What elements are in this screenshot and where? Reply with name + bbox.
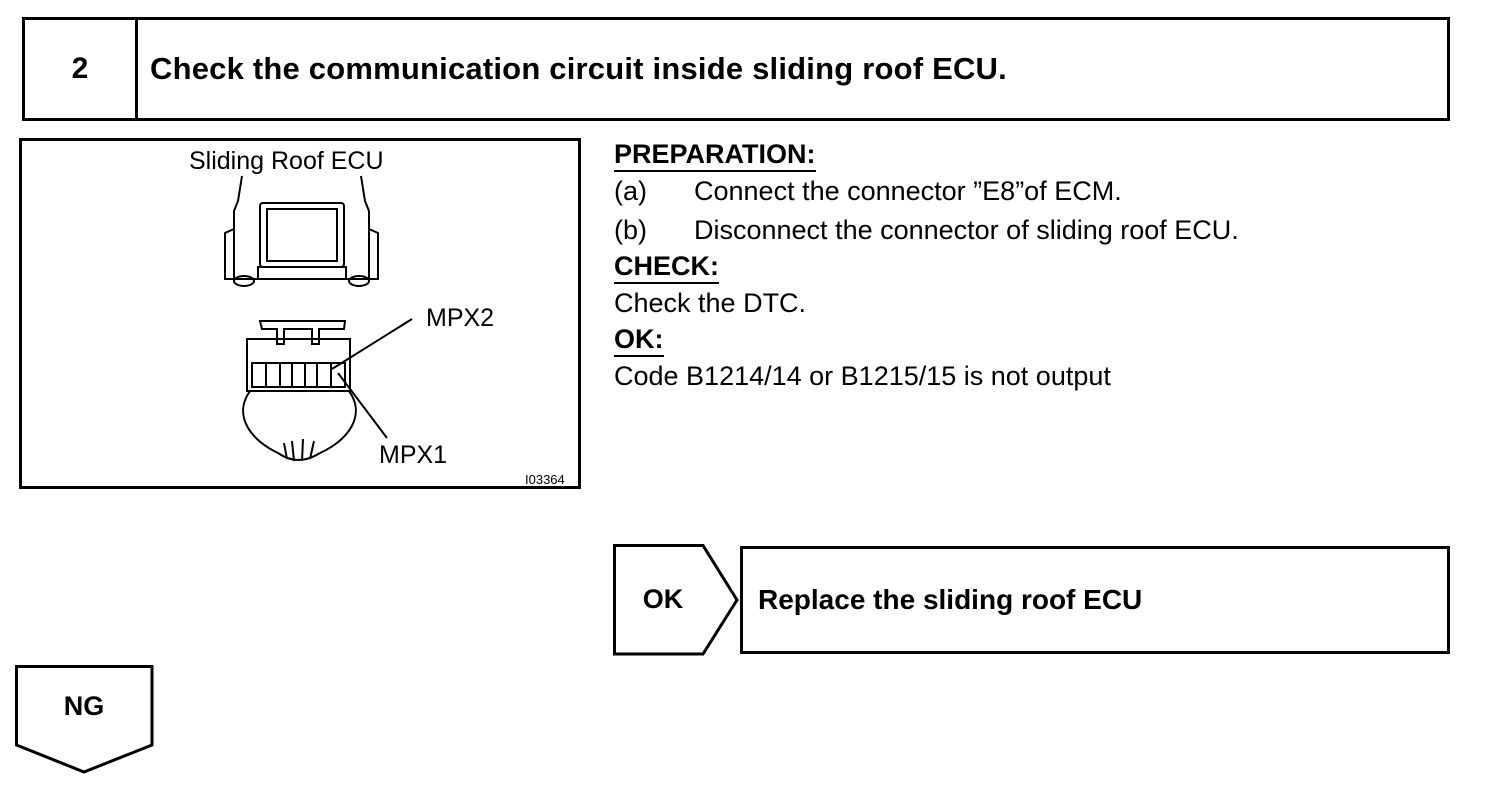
ng-arrow-shape bbox=[15, 665, 154, 774]
mpx2-label: MPX2 bbox=[426, 304, 495, 332]
mpx1-label: MPX1 bbox=[379, 441, 448, 469]
connector-top bbox=[258, 320, 347, 345]
preparation-step: (a) Connect the connector ”E8”of ECM. bbox=[614, 172, 1444, 211]
ecu-recess bbox=[259, 202, 345, 268]
check-text: Check the DTC. bbox=[614, 288, 807, 318]
mpx2-leader bbox=[331, 318, 413, 370]
step-label: (b) bbox=[614, 215, 647, 245]
ok-criteria-text: Code B1214/14 or B1215/15 is not output bbox=[614, 361, 1111, 391]
instructions: PREPARATION: (a) Connect the connector ”… bbox=[614, 138, 1444, 396]
check-heading: CHECK: bbox=[614, 250, 719, 284]
connector-body bbox=[246, 338, 351, 392]
connector-pins bbox=[251, 362, 346, 388]
step-text: Disconnect the connector of sliding roof… bbox=[694, 215, 1239, 245]
ng-label: NG bbox=[63, 690, 105, 721]
ecu-outline bbox=[233, 175, 370, 280]
connector-illustration: Sliding Roof ECU MPX2 MPX1 I03364 bbox=[19, 138, 581, 489]
wire-right bbox=[319, 390, 357, 454]
wire-left bbox=[242, 390, 279, 454]
step-label: (a) bbox=[614, 176, 647, 206]
ok-result-text: Replace the sliding roof ECU bbox=[758, 584, 1143, 615]
ecu-label: Sliding Roof ECU bbox=[189, 147, 384, 175]
ecu-screen bbox=[266, 208, 338, 262]
ok-result-box: Replace the sliding roof ECU bbox=[740, 546, 1450, 654]
step-number: 2 bbox=[25, 20, 138, 118]
mpx1-leader bbox=[337, 372, 388, 439]
ok-heading: OK: bbox=[614, 323, 664, 357]
preparation-step: (b) Disconnect the connector of sliding … bbox=[614, 211, 1444, 250]
ecu-connector-drawing bbox=[224, 175, 413, 462]
step-header: 2 Check the communication circuit inside… bbox=[22, 17, 1450, 121]
ok-label: OK bbox=[642, 583, 684, 614]
ok-arrow-shape bbox=[613, 544, 739, 656]
step-text: Connect the connector ”E8”of ECM. bbox=[694, 176, 1122, 206]
preparation-heading: PREPARATION: bbox=[614, 138, 816, 172]
figure-id: I03364 bbox=[525, 472, 565, 487]
step-title: Check the communication circuit inside s… bbox=[150, 51, 1007, 86]
